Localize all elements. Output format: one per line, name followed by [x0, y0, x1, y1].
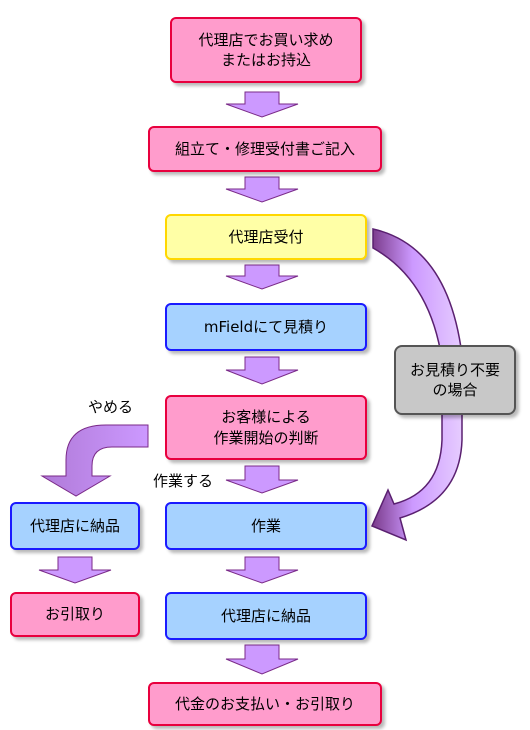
dealer-reception-box: 代理店受付 — [165, 214, 367, 260]
down-arrow-2 — [225, 176, 299, 203]
pickup-left-box: お引取り — [10, 592, 140, 637]
proceed-label: 作業する — [153, 472, 214, 490]
stop-label: やめる — [88, 398, 134, 416]
down-arrow-5 — [225, 465, 299, 494]
no-estimate-box: お見積り不要 の場合 — [394, 345, 516, 415]
dealer-delivery-box: 代理店に納品 — [165, 592, 367, 640]
purchase-box: 代理店でお買い求め またはお持込 — [170, 17, 362, 83]
down-arrow-left — [38, 556, 112, 584]
stop-curved-arrow — [40, 424, 149, 497]
down-arrow-4 — [225, 356, 299, 385]
down-arrow-3 — [225, 264, 299, 290]
mfield-estimate-box: mFieldにて見積り — [165, 303, 367, 351]
down-arrow-1 — [225, 91, 299, 118]
bypass-curved-arrow — [371, 228, 463, 542]
fill-form-box: 組立て・修理受付書ご記入 — [148, 126, 382, 172]
dealer-delivery-left-box: 代理店に納品 — [10, 502, 140, 550]
payment-pickup-box: 代金のお支払い・お引取り — [148, 682, 382, 726]
down-arrow-7 — [225, 644, 299, 675]
customer-decision-box: お客様による 作業開始の判断 — [165, 395, 367, 460]
work-box: 作業 — [165, 502, 367, 550]
down-arrow-6 — [225, 556, 299, 584]
